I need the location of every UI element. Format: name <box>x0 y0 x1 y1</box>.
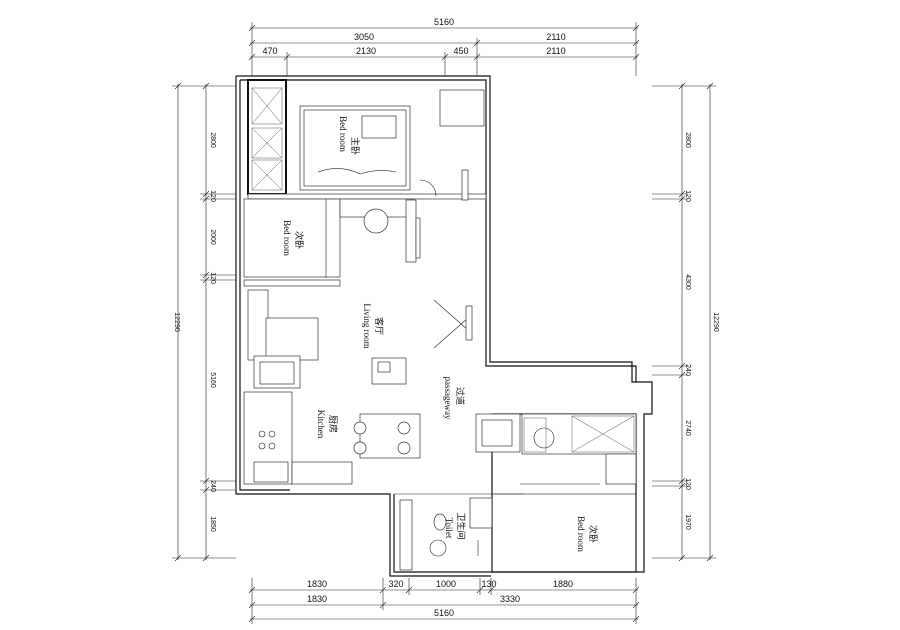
third-bedroom-cn: 次卧 <box>587 525 599 543</box>
dim-bottom-row1-4: 130 <box>481 579 496 589</box>
dim-bottom-row2-2: 3330 <box>500 594 520 604</box>
dim-top-row3-1: 470 <box>262 46 277 56</box>
kitchen: Kitchen 厨房 <box>243 355 421 485</box>
dim-left-seg-6: 240 <box>209 480 216 492</box>
second-bedroom-cn: 次卧 <box>293 231 305 249</box>
toilet-cn: 卫生间 <box>455 512 467 539</box>
bottom-dimensions: 1830 320 1000 130 1880 1830 3330 5160 <box>248 578 640 624</box>
dim-right-overall: 12290 <box>712 312 719 332</box>
dim-left-seg-1: 2800 <box>209 132 216 148</box>
dim-top-row2-2: 2110 <box>546 32 565 42</box>
dim-bottom-row1-1: 1830 <box>307 579 327 589</box>
master-bedroom-cn: 主卧 <box>349 137 361 155</box>
dim-bottom-row1-2: 320 <box>388 579 403 589</box>
dim-right-seg-6: 120 <box>684 478 691 490</box>
second-bedroom: Bed room 次卧 <box>243 198 421 278</box>
dim-top-overall: 5160 <box>434 17 454 27</box>
dim-left-seg-2: 120 <box>209 190 216 202</box>
master-bedroom: Bed room 主卧 <box>247 79 487 201</box>
dim-top-row2-1: 3050 <box>354 32 374 42</box>
third-bedroom-en: Bed room <box>576 516 586 552</box>
top-dimensions: 5160 3050 2110 470 2130 450 2110 <box>248 17 640 76</box>
dim-bottom-row1-5: 1880 <box>553 579 573 589</box>
dim-top-row3-4: 2110 <box>546 46 565 56</box>
passageway-en: passageway <box>443 377 453 420</box>
dim-bottom-overall: 5160 <box>434 608 454 618</box>
dim-right-seg-3: 4300 <box>684 274 691 290</box>
dim-right-seg-1: 2800 <box>684 132 691 148</box>
dim-top-row3-2: 2130 <box>356 46 376 56</box>
kitchen-en: Kitchen <box>316 410 326 439</box>
passageway: passageway 过道 <box>443 377 637 485</box>
passageway-cn: 过道 <box>454 387 466 405</box>
second-bedroom-en: Bed room <box>282 220 292 256</box>
dim-bottom-row1-3: 1000 <box>436 579 456 589</box>
dim-top-row3-3: 450 <box>453 46 468 56</box>
dim-left-seg-7: 1850 <box>209 516 216 532</box>
toilet: Toilet 卫生间 <box>394 493 524 571</box>
living-room-en: Living room <box>362 303 372 348</box>
right-dimensions: 12290 2800 120 4300 240 2740 120 1970 <box>652 82 719 562</box>
dim-right-seg-2: 120 <box>684 190 691 202</box>
kitchen-cn: 厨房 <box>327 415 339 433</box>
dim-left-seg-5: 5160 <box>209 372 216 388</box>
dim-left-overall: 12290 <box>173 312 180 332</box>
living-room: Living room 客厅 <box>243 279 473 385</box>
living-room-cn: 客厅 <box>373 317 385 335</box>
third-bedroom: Bed room 次卧 <box>491 493 637 573</box>
dim-left-seg-3: 2000 <box>209 229 216 245</box>
dim-left-seg-4: 120 <box>209 272 216 284</box>
dim-right-seg-7: 1970 <box>684 514 691 530</box>
master-bedroom-en: Bed room <box>338 116 348 152</box>
dim-right-seg-5: 2740 <box>684 420 691 436</box>
dim-right-seg-4: 240 <box>684 364 691 376</box>
toilet-en: Toilet <box>444 518 454 539</box>
left-dimensions: 12290 2800 120 2000 120 5160 240 1850 <box>172 82 236 562</box>
dim-bottom-row2-1: 1830 <box>307 594 327 604</box>
